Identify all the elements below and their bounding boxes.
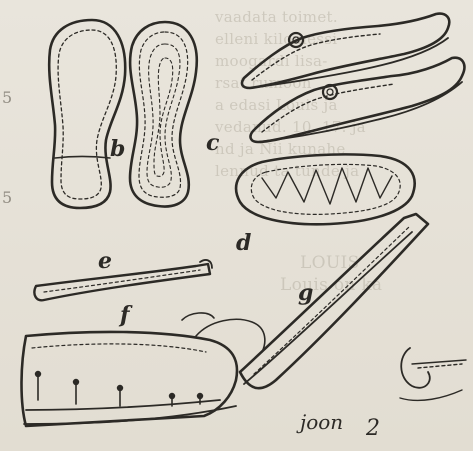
strip-e-drawing bbox=[34, 260, 212, 300]
signature-number: 2 bbox=[366, 418, 380, 440]
needle-thread-drawing bbox=[400, 348, 466, 400]
label-b: b bbox=[110, 138, 125, 160]
upper-f-drawing bbox=[22, 332, 237, 426]
label-d: d bbox=[236, 232, 251, 254]
label-g: g bbox=[298, 282, 313, 304]
label-f: f bbox=[120, 304, 129, 326]
sole-c-drawing bbox=[130, 22, 197, 206]
insole-b-drawing bbox=[49, 20, 125, 208]
slippers-drawing bbox=[242, 14, 464, 142]
artist-signature: joon bbox=[300, 412, 343, 432]
label-c: c bbox=[206, 132, 219, 154]
sole-d-drawing bbox=[236, 154, 415, 224]
label-e: e bbox=[98, 250, 112, 272]
